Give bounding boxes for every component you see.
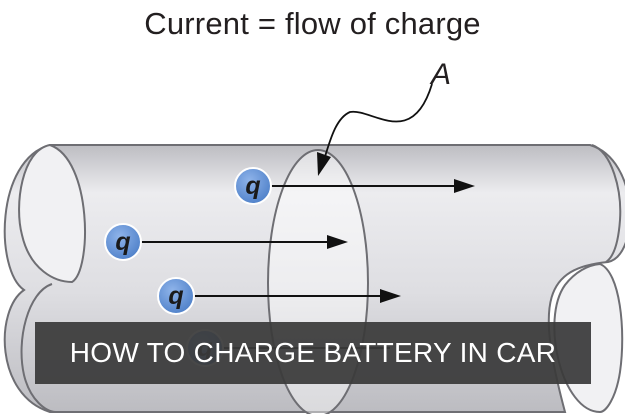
left-opening-upper (18, 143, 86, 284)
charge-label-3: q (168, 282, 183, 310)
charge-label-2: q (115, 228, 130, 256)
charge-arrowhead-1 (454, 179, 475, 193)
caption-overlay: HOW TO CHARGE BATTERY IN CAR (35, 322, 591, 384)
left-opening-lower (20, 283, 57, 413)
charge-arrowhead-3 (380, 289, 401, 303)
area-pointer-line (323, 83, 433, 161)
charge-label-1: q (245, 172, 260, 200)
diagram-title: Current = flow of charge (144, 6, 481, 41)
charge-particle-1 (234, 167, 272, 205)
area-label: A (431, 58, 452, 91)
caption-text: HOW TO CHARGE BATTERY IN CAR (69, 337, 557, 368)
charge-particle-3 (157, 277, 195, 315)
area-pointer-arrowhead (317, 152, 331, 176)
charge-particle-2 (104, 223, 142, 261)
charge-arrowhead-2 (327, 235, 348, 249)
right-opening-upper (591, 144, 622, 263)
